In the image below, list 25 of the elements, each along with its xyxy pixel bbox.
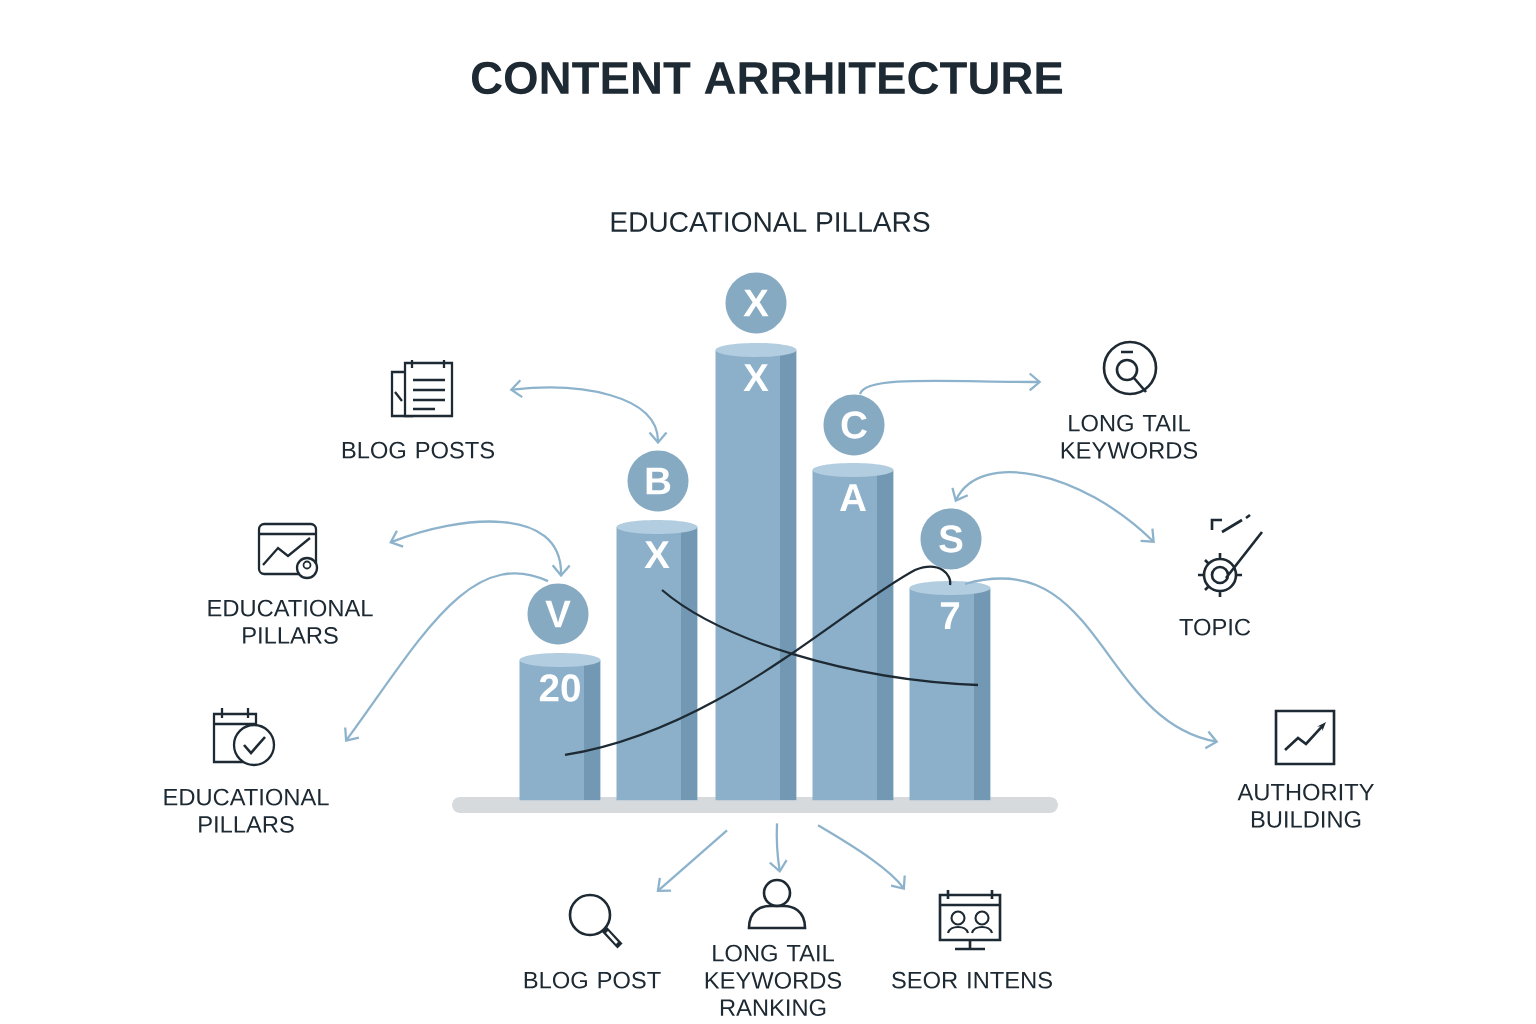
title: CONTENT ARRHITECTURE bbox=[471, 61, 1063, 95]
icon-caption: SEOR INTENS bbox=[892, 971, 1052, 989]
subtitle: EDUCATIONAL PILLARS bbox=[611, 212, 930, 232]
arrow bbox=[509, 379, 668, 445]
icon-caption: EDUCATIONAL PILLARS bbox=[164, 788, 329, 833]
icon-caption: BLOG POSTS bbox=[342, 441, 495, 459]
cylinder-bar: 20 bbox=[519, 653, 601, 801]
icon-caption: EDUCATIONAL PILLARS bbox=[208, 599, 373, 644]
icon-caption: BLOG POST bbox=[524, 971, 661, 989]
icon-caption: TOPIC bbox=[1179, 618, 1251, 636]
icon-caption: LONG TAIL KEYWORDS bbox=[1061, 414, 1198, 459]
cylinder-bar: 7 bbox=[909, 581, 991, 801]
arrow bbox=[769, 823, 788, 873]
cylinder-bar: X bbox=[616, 520, 698, 801]
arrow bbox=[964, 577, 1219, 750]
arrow bbox=[656, 829, 728, 892]
icon-caption: AUTHORITY BUILDING bbox=[1237, 783, 1374, 828]
arrow bbox=[951, 471, 1155, 543]
arrow bbox=[817, 824, 906, 890]
cylinder-bar: A bbox=[812, 463, 894, 801]
arrow bbox=[389, 520, 571, 578]
cylinder-bar: X bbox=[715, 343, 797, 801]
arrow bbox=[344, 572, 549, 742]
icon-caption: LONG TAIL KEYWORDS RANKING bbox=[705, 944, 842, 1016]
arrow bbox=[859, 372, 1042, 395]
